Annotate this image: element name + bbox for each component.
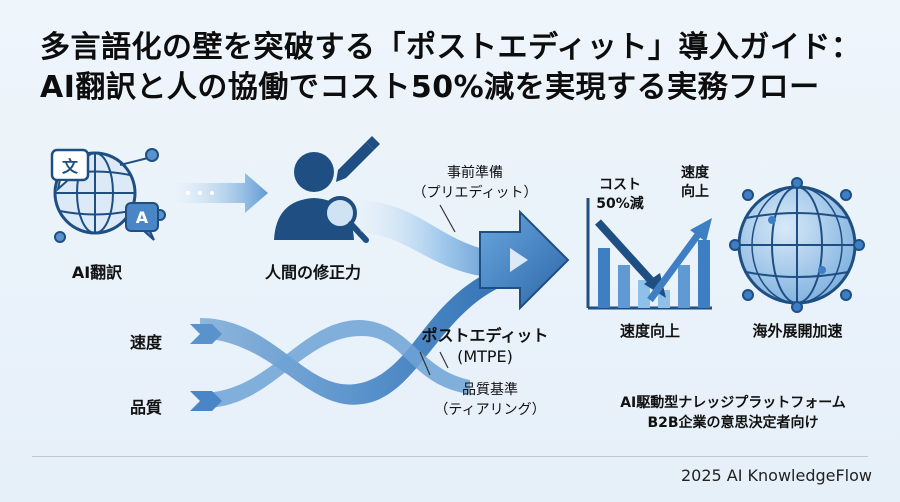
quality-input-label: 品質: [130, 398, 163, 417]
ai-translation-label: AI翻訳: [71, 263, 123, 282]
speed-input-chevron: [190, 324, 222, 344]
pre-edit-label: 事前準備 （プリエディット）: [412, 165, 538, 201]
speed-input-label: 速度: [130, 333, 163, 352]
bubble-alpha-glyph: A: [136, 208, 149, 227]
post-edit-label: ポストエディット (MTPE): [410, 325, 560, 367]
quality-standard-label: 品質基準 （ティアリング）: [434, 382, 546, 418]
title-line-1: 多言語化の壁を突破する「ポストエディット」導入ガイド：: [40, 30, 862, 65]
speed-up-annotation: 速度 向上: [681, 165, 709, 200]
process-ribbons: [190, 200, 570, 411]
post-edit-label-line-2: (MTPE): [457, 347, 513, 366]
speech-bubble-alpha-icon: A: [125, 202, 159, 241]
bubble-text-glyph: 文: [62, 157, 79, 176]
platform-caption-line-2: B2B企業の意思決定者向け: [647, 415, 819, 431]
quality-input-chevron: [190, 391, 222, 411]
human-editor-icon: [274, 136, 380, 243]
quality-leader-line: [419, 351, 431, 376]
cost-down-annotation: コスト 50%減: [596, 177, 644, 212]
flow-arrow-icon: [170, 173, 268, 213]
result-bar-chart-icon: [586, 198, 712, 310]
platform-caption-line-1: AI駆動型ナレッジプラットフォーム: [620, 395, 846, 411]
post-edit-label-line-1: ポストエディット: [421, 326, 549, 345]
post-edit-leader-line: [439, 351, 449, 369]
platform-caption: AI駆動型ナレッジプラットフォーム B2B企業の意思決定者向け: [598, 393, 868, 433]
footer-credit: 2025 AI KnowledgeFlow: [680, 466, 872, 485]
global-network-globe-icon: [729, 177, 865, 313]
speech-bubble-text-icon: 文: [50, 148, 90, 192]
page-title: 多言語化の壁を突破する「ポストエディット」導入ガイド： AI翻訳と人の協働でコス…: [40, 28, 870, 108]
speed-up-label: 速度向上: [619, 322, 680, 340]
global-acceleration-label: 海外展開加速: [752, 322, 843, 340]
title-line-2: AI翻訳と人の協働でコスト50%減を実現する実務フロー: [40, 70, 820, 105]
footer-divider: [32, 456, 868, 457]
pre-edit-leader-line: [439, 204, 456, 233]
human-edit-label: 人間の修正力: [264, 263, 361, 282]
